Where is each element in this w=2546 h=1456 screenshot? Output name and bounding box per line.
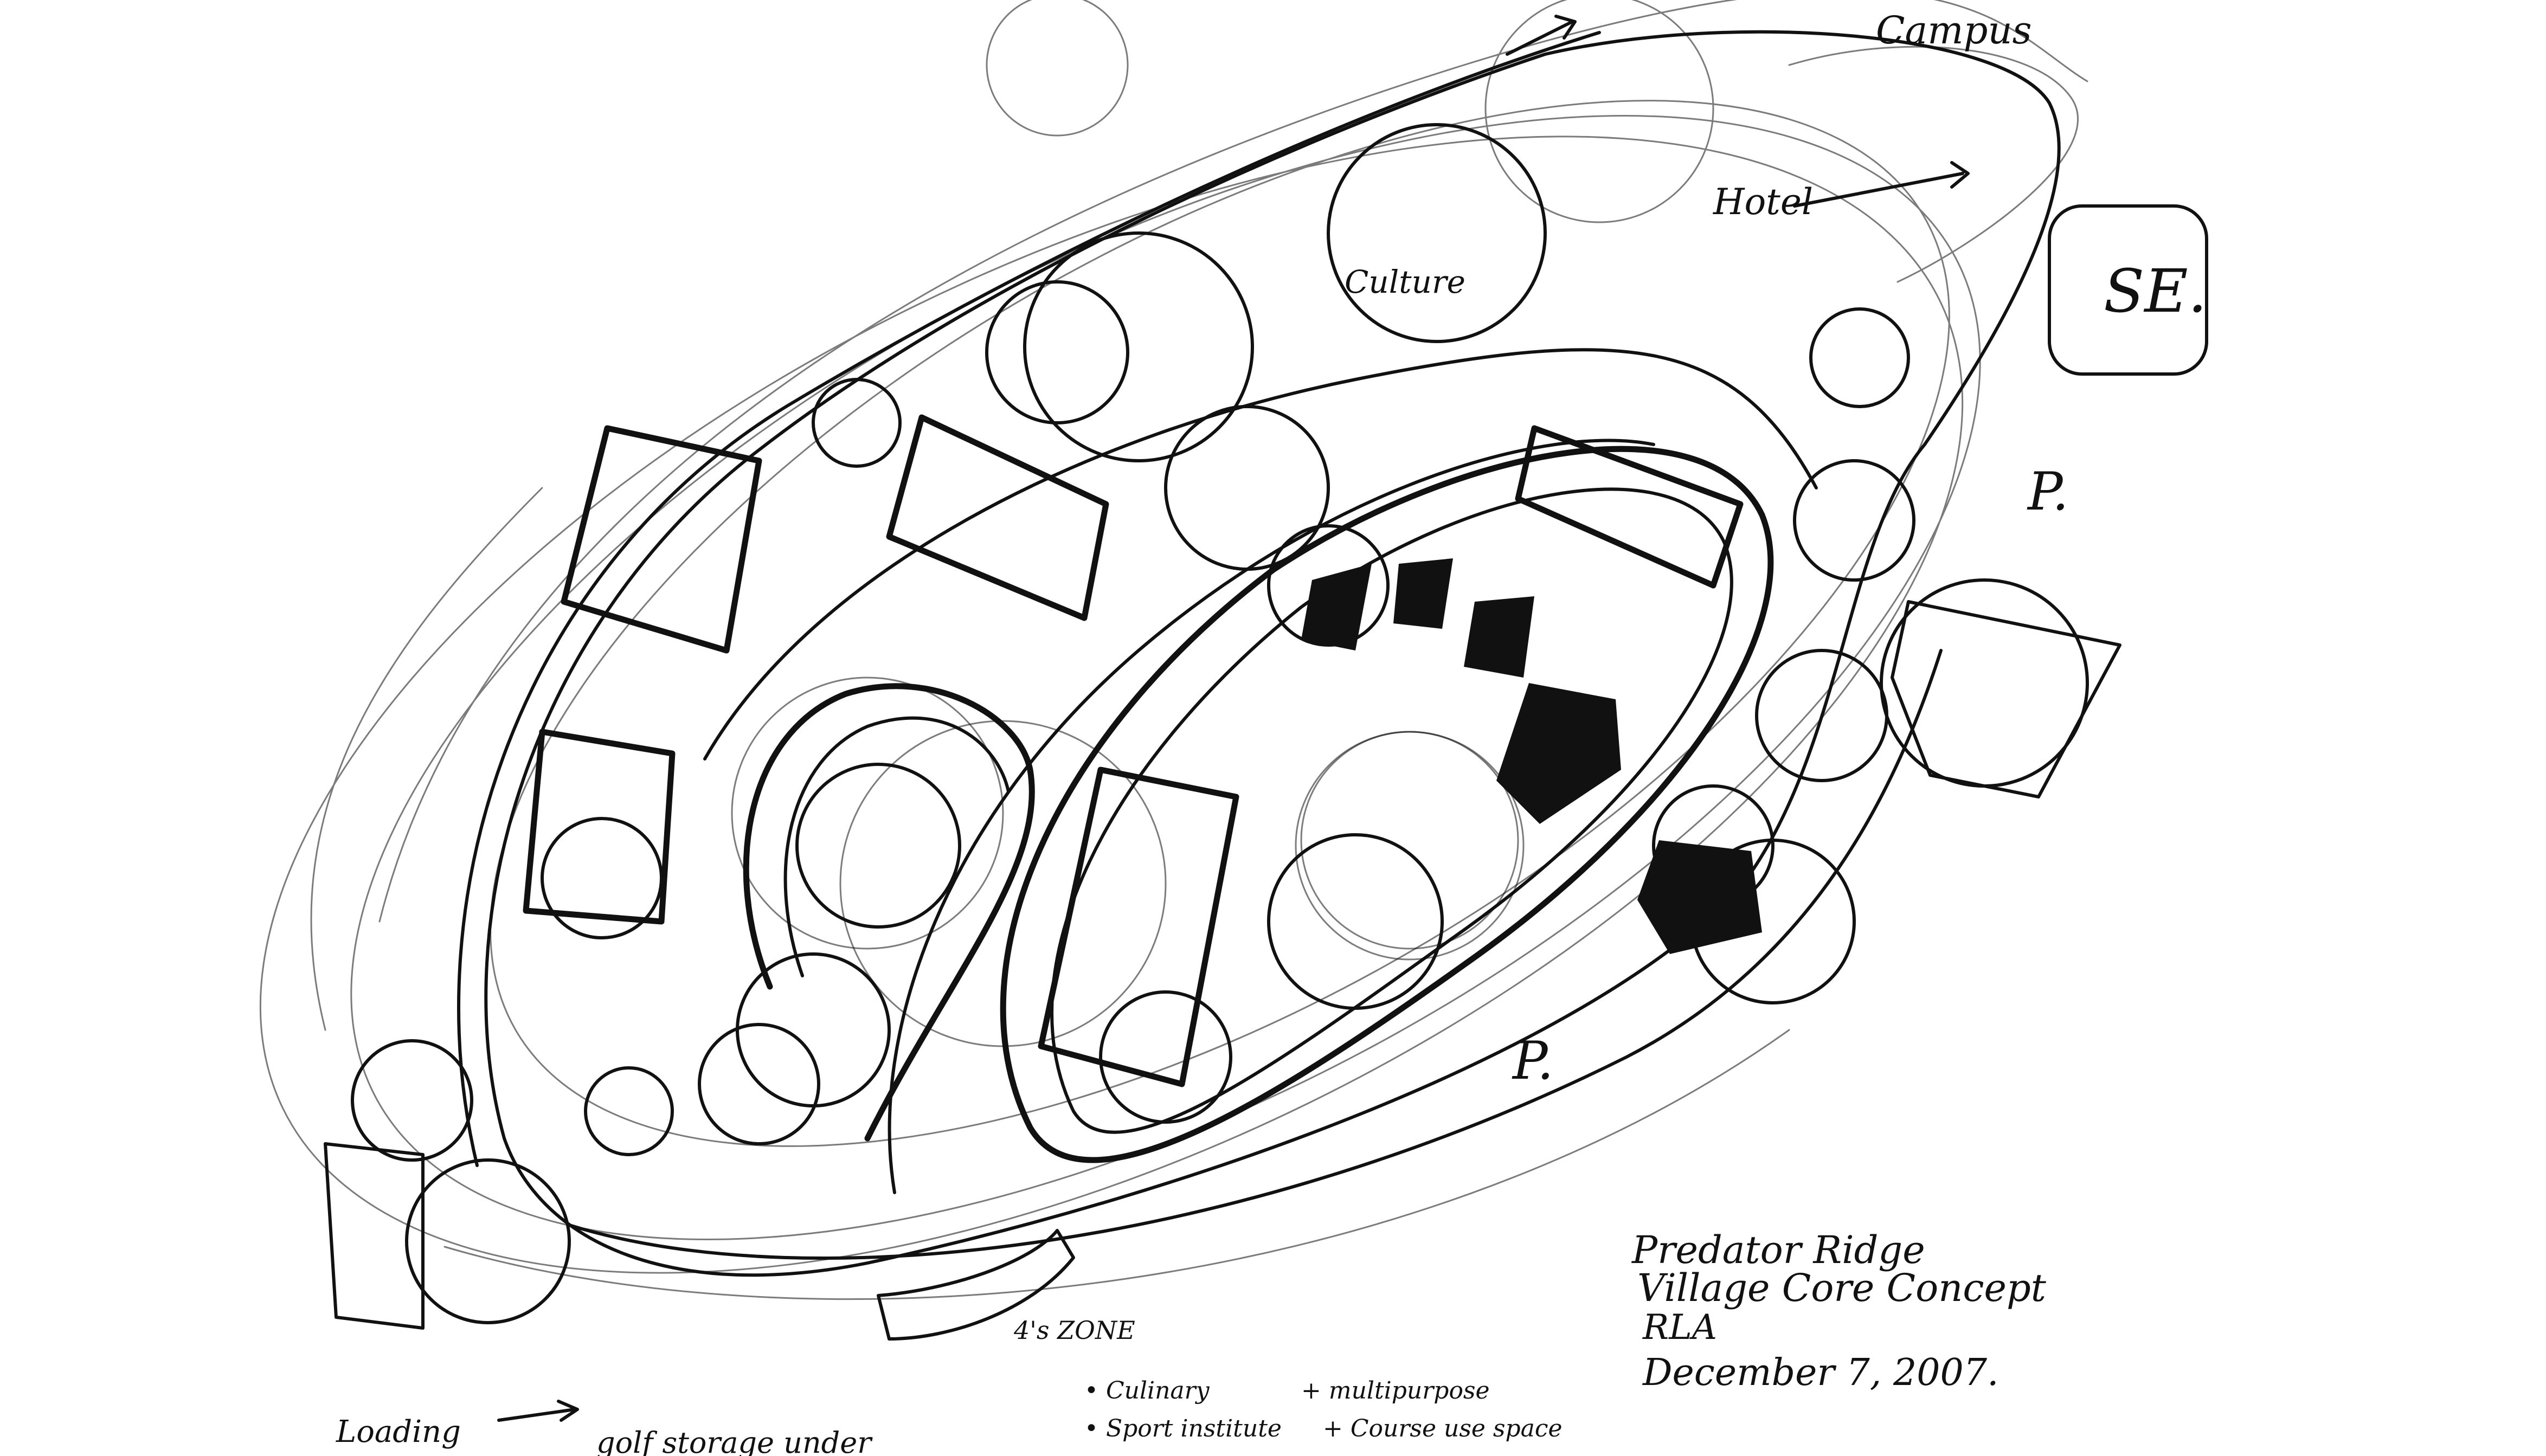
note-culinary: • Culinary [1084, 1377, 1210, 1405]
pavilions [351, 123, 1915, 1324]
note-campus: Campus [1876, 8, 2032, 53]
note-golf-storage: golf storage under [596, 1426, 873, 1456]
building-west [523, 729, 676, 939]
title-project: Predator Ridge [1631, 1228, 1925, 1272]
building-north-bar [1515, 425, 1744, 589]
note-course-use: + Course use space [1323, 1415, 1563, 1442]
building-south-arc [877, 1229, 1075, 1341]
building-east-diamond [1880, 578, 2121, 798]
title-author: RLA [1642, 1307, 1717, 1348]
note-se: SE. [2104, 256, 2207, 326]
arrows [497, 15, 1970, 1422]
note-hotel: Hotel [1713, 181, 1813, 223]
se-box [2048, 204, 2208, 376]
dark-block-2 [1496, 683, 1621, 824]
title-block: Predator Ridge Village Core Concept RLA … [1631, 1228, 2047, 1394]
building-southwest [324, 1142, 425, 1330]
building-central-bar [1038, 766, 1239, 1087]
note-zone: 4's ZONE [1013, 1316, 1135, 1345]
building-north [886, 414, 1109, 621]
dark-block-1 [1301, 558, 1534, 678]
building-northwest [561, 425, 762, 654]
west-green [731, 677, 1035, 1142]
note-sports: • Sport institute [1084, 1415, 1282, 1442]
note-loading: Loading [336, 1414, 461, 1449]
buildings [324, 414, 2121, 1341]
village-core-outline [457, 30, 2061, 1277]
plan-notes: Campus Hotel SE. P. P. Culture 4's ZONE … [336, 8, 2207, 1456]
title-subtitle: Village Core Concept [1637, 1266, 2047, 1310]
note-culture: Culture [1345, 263, 1465, 300]
central-plaza [888, 439, 1774, 1194]
note-parking-east: P. [2027, 461, 2069, 522]
note-multipurpose: + multipurpose [1301, 1377, 1490, 1405]
title-date: December 7, 2007. [1642, 1351, 1999, 1394]
dark-block-3 [1637, 840, 1762, 954]
note-parking-south: P. [1512, 1030, 1554, 1091]
